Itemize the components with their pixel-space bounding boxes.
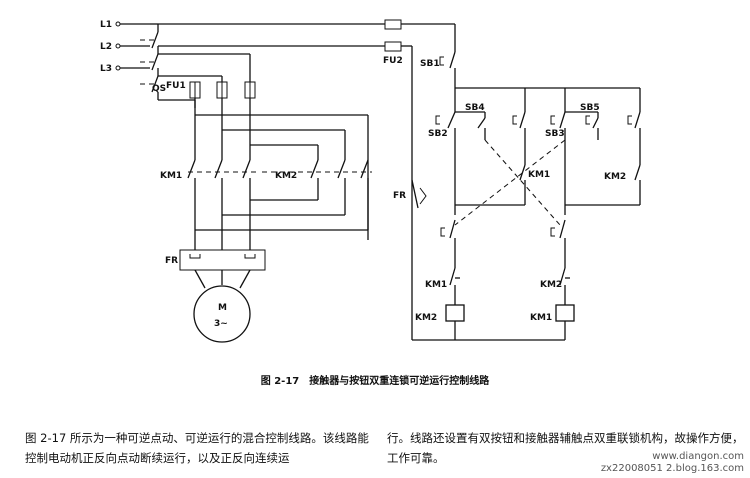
km-hold-contacts: KM1 KM2 [454,139,641,226]
sb3-sb5-buttons: SB5 SB3 [545,103,641,215]
supply-lines: L1 L2 L3 [100,20,150,74]
watermark-site: www.diangon.com [652,451,744,462]
label-sb4: SB4 [465,103,485,113]
label-l1: L1 [100,20,112,30]
label-km1-coil: KM1 [530,313,552,323]
description-right: 行。线路还设置有双按钮和接触器辅触点双重联锁机构，故操作方便，工作可靠。 [387,431,744,465]
label-km1-main: KM1 [160,171,182,181]
label-km1-interlock: KM1 [425,280,447,290]
label-qs: QS [152,84,166,94]
label-l3: L3 [100,64,112,74]
label-sb1: SB1 [420,59,440,69]
interlock-contacts: KM1 KM2 [425,267,570,305]
label-km1-hold: KM1 [528,170,550,180]
watermark: www.diangon.com zx22008051 2.blog.163.co… [601,451,744,475]
main-bus [157,53,251,108]
sb1-stop-button: SB1 [420,24,640,89]
motor: M 3~ [193,285,251,343]
label-fu2: FU2 [383,56,403,66]
km2-main-contacts: KM2 [195,159,372,231]
label-sb5: SB5 [580,103,600,113]
qs-switch: QS [140,23,385,94]
fr-thermal-relay: FR [165,249,266,289]
circuit-diagram: L1 L2 L3 QS FU1 [100,19,641,343]
sb2-sb4-buttons: SB4 SB2 [428,103,526,215]
description-left: 图 2-17 所示为一种可逆点动、可逆运行的混合控制线路。该线路能控制电动机正反… [25,431,369,465]
label-sb3: SB3 [545,129,565,139]
contactor-coils: KM2 KM1 [412,304,575,341]
fu2-fuses: FU2 [383,19,455,340]
label-l2: L2 [100,42,112,52]
label-km2-main: KM2 [275,171,297,181]
km1-main-contacts: KM1 [160,159,260,250]
fu1-fuses: FU1 [166,81,256,160]
motor-spec: 3~ [214,319,228,329]
label-fr-ctrl: FR [393,191,406,201]
figure-caption: 图 2-17 接触器与按钮双重连锁可逆运行控制线路 [260,376,490,387]
label-km2-interlock: KM2 [540,280,562,290]
watermark-blog: zx22008051 2.blog.163.com [600,463,744,474]
control-columns [454,88,641,112]
lower-button-contacts [440,219,566,268]
motor-label: M [218,303,227,313]
km2-branch-wires [195,114,369,240]
label-km2-coil: KM2 [415,313,437,323]
fr-control-contact: FR [393,179,427,209]
label-fr-main: FR [165,256,178,266]
label-km2-hold: KM2 [604,172,626,182]
label-fu1: FU1 [166,81,186,91]
label-sb2: SB2 [428,129,448,139]
